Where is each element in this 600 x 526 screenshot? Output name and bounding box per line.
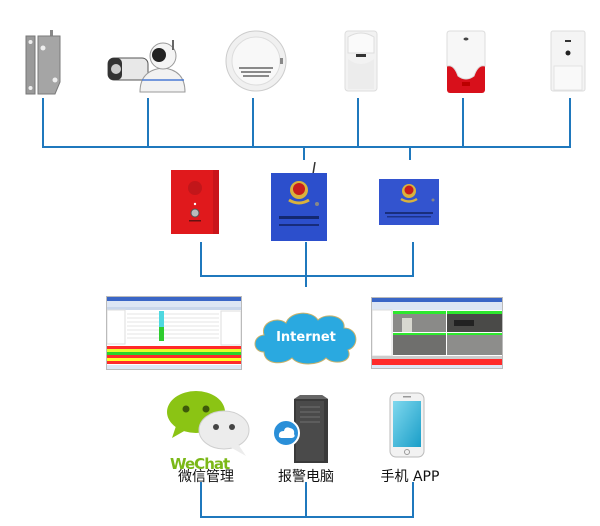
connector-line — [147, 98, 149, 148]
police-alarm-host-icon — [269, 162, 329, 242]
connector-line — [303, 146, 305, 160]
pir-camera-detector-icon — [550, 30, 586, 92]
police-alarm-host-icon — [377, 175, 441, 227]
alarm-software-screenshot — [106, 296, 242, 370]
pir-motion-detector-icon — [344, 29, 378, 93]
door-magnetic-contact-icon — [24, 30, 64, 98]
connector-line — [252, 98, 254, 148]
client-bus-line — [200, 516, 414, 518]
alarm-computer-label: 报警电脑 — [278, 469, 334, 485]
connector-line — [200, 242, 202, 277]
mobile-app-label: 手机 APP — [380, 469, 440, 485]
strobe-siren-icon — [446, 30, 486, 94]
internet-cloud: Internet — [250, 308, 362, 366]
internet-label: Internet — [276, 330, 336, 345]
connector-line — [305, 242, 307, 287]
sensor-bus-line — [42, 146, 571, 148]
mobile-phone-icon — [389, 392, 425, 458]
connector-line — [569, 98, 571, 148]
connector-line — [305, 482, 307, 518]
connector-line — [42, 98, 44, 148]
connector-line — [412, 482, 414, 518]
connector-line — [357, 98, 359, 148]
connector-line — [200, 482, 202, 518]
wechat-icon — [166, 390, 252, 462]
connector-line — [462, 98, 464, 148]
connector-line — [409, 146, 411, 160]
smoke-detector-icon — [225, 30, 287, 92]
video-monitoring-screenshot — [371, 297, 503, 369]
wechat-brand-text: WeChat — [170, 455, 230, 473]
wechat-brand-label: WeChat — [170, 455, 230, 473]
alarm-computer-icon — [272, 393, 332, 465]
ip-camera-icon — [106, 38, 186, 96]
connector-line — [412, 242, 414, 277]
emergency-call-box-icon — [171, 170, 219, 234]
wechat-management-label: 微信管理 — [178, 469, 234, 485]
panel-bus-line — [200, 275, 414, 277]
